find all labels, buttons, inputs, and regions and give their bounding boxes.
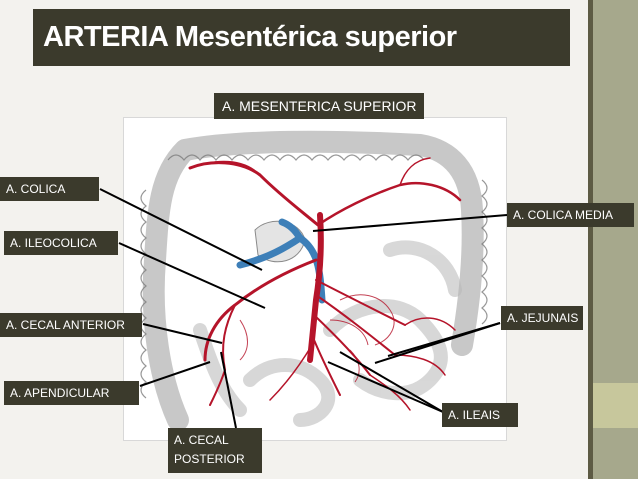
colon-frame: [142, 130, 484, 431]
side-divider: [588, 0, 594, 479]
colon-haustra: [140, 154, 488, 399]
slide-title: ARTERIA Mesentérica superior: [33, 9, 570, 66]
label-colica: A. COLICA: [0, 177, 99, 201]
label-apendicular: A. APENDICULAR: [4, 381, 139, 405]
arterial-arcades: [239, 294, 395, 383]
side-accent-square: [593, 383, 638, 428]
anatomy-illustration-panel: [123, 117, 507, 441]
label-cecal-posterior: A. CECAL POSTERIOR: [168, 428, 262, 473]
label-cecal-posterior-line2: POSTERIOR: [174, 452, 245, 466]
small-intestine-loops: [193, 240, 462, 427]
arterial-tree: [188, 157, 462, 411]
label-cecal-anterior: A. CECAL ANTERIOR: [0, 313, 142, 337]
label-colica-media: A. COLICA MEDIA: [507, 203, 634, 227]
label-cecal-posterior-line1: A. CECAL: [174, 433, 229, 447]
label-jejunais: A. JEJUNAIS: [501, 306, 583, 330]
label-pointers: [99, 188, 508, 429]
label-ileocolica: A. ILEOCOLICA: [4, 231, 118, 255]
label-ileais: A. ILEAIS: [442, 403, 518, 427]
label-mesenterica-superior: A. MESENTERICA SUPERIOR: [214, 93, 425, 119]
